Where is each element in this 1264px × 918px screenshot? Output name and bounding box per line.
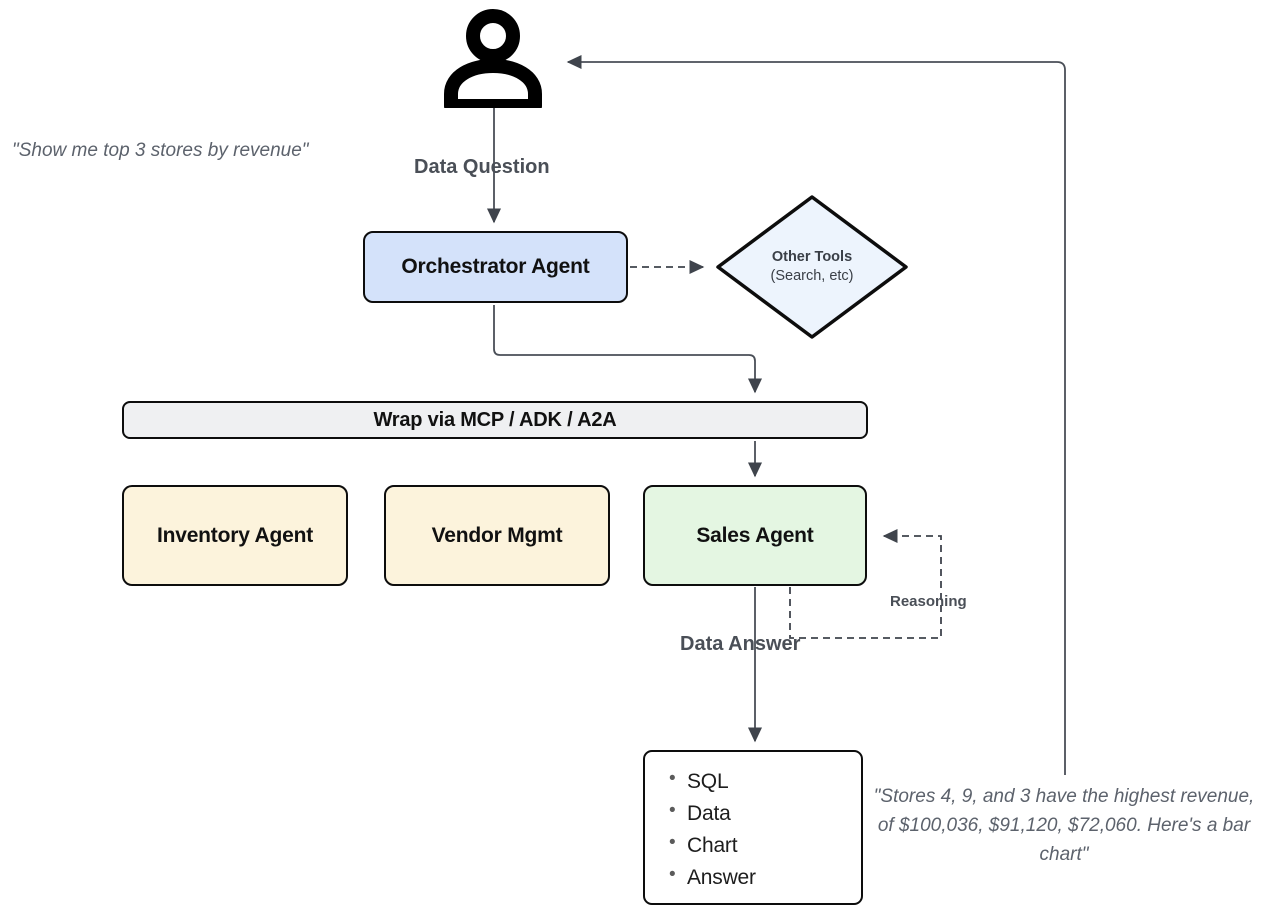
- node-other-tools[interactable]: Other Tools (Search, etc): [712, 191, 912, 343]
- edge-label-data-question: Data Question: [414, 156, 550, 178]
- quote-user-question: "Show me top 3 stores by revenue": [12, 140, 309, 161]
- node-sales-agent[interactable]: Sales Agent: [643, 485, 867, 586]
- node-mcp-wrapper-bar-label: Wrap via MCP / ADK / A2A: [373, 408, 617, 431]
- diamond-shape: [716, 195, 908, 339]
- node-other-tools-title: Other Tools: [771, 248, 853, 265]
- list-item: Chart: [669, 829, 861, 862]
- node-vendor-mgmt[interactable]: Vendor Mgmt: [384, 485, 610, 586]
- edge-label-reasoning: Reasoning: [890, 593, 967, 610]
- list-item: SQL: [669, 765, 861, 798]
- edge-label-data-answer: Data Answer: [680, 633, 801, 655]
- quote-agent-answer: "Stores 4, 9, and 3 have the highest rev…: [873, 786, 1255, 865]
- output-artifact-list: SQL Data Chart Answer: [645, 752, 861, 894]
- node-orchestrator-agent[interactable]: Orchestrator Agent: [363, 231, 628, 303]
- list-item: Data: [669, 797, 861, 830]
- node-inventory-agent-label: Inventory Agent: [156, 523, 314, 547]
- node-other-tools-subtitle: (Search, etc): [770, 268, 854, 284]
- node-inventory-agent[interactable]: Inventory Agent: [122, 485, 348, 586]
- node-output-artifacts[interactable]: SQL Data Chart Answer: [643, 750, 863, 905]
- node-orchestrator-agent-label: Orchestrator Agent: [401, 255, 590, 278]
- node-other-tools-labels: Other Tools (Search, etc): [712, 191, 912, 343]
- node-sales-agent-label: Sales Agent: [696, 523, 814, 547]
- list-item: Answer: [669, 861, 861, 894]
- node-vendor-mgmt-label: Vendor Mgmt: [431, 523, 563, 547]
- node-mcp-wrapper-bar[interactable]: Wrap via MCP / ADK / A2A: [122, 401, 868, 439]
- user-icon: [444, 9, 542, 108]
